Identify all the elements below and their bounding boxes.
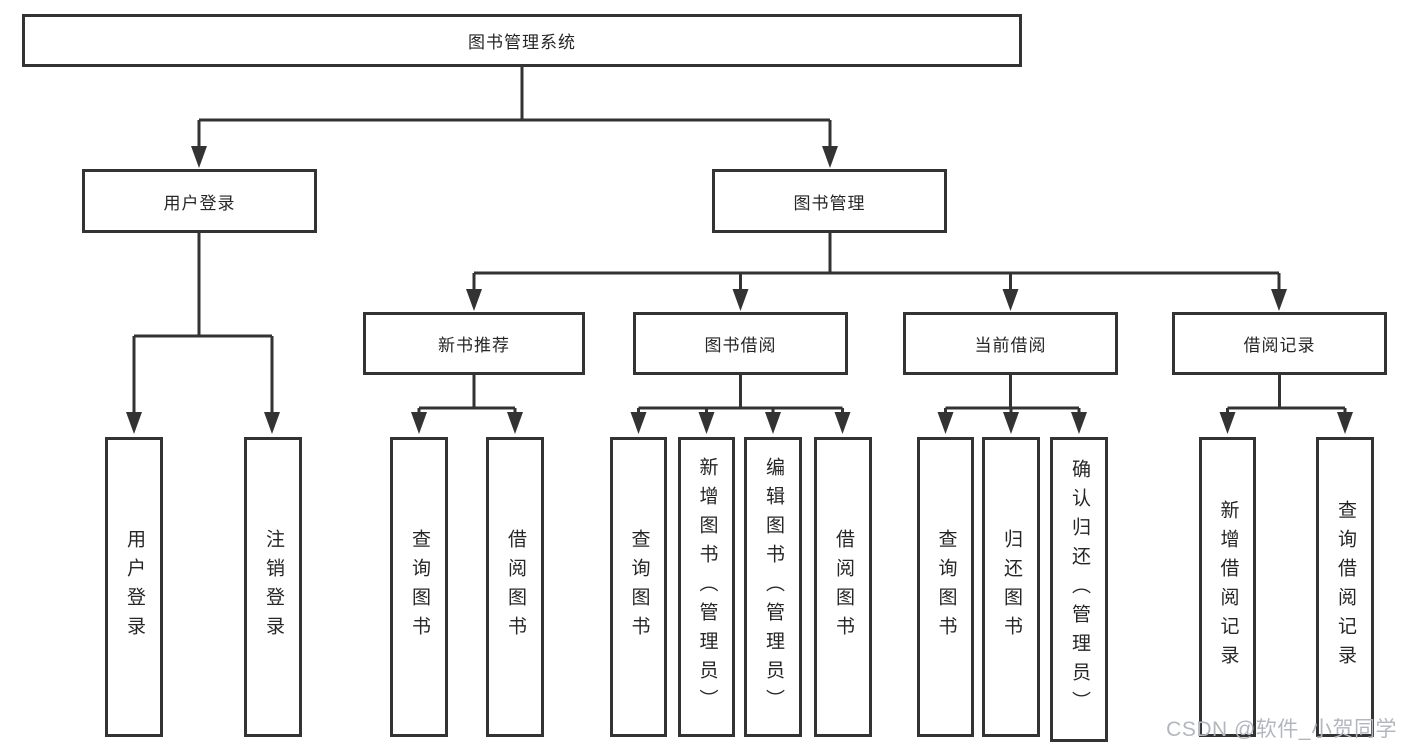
node-label: 查询图书 xyxy=(408,529,430,645)
csdn-watermark: CSDN @软件_小贺同学 xyxy=(1166,718,1397,741)
leaf-query-book-recommend: 查询图书 xyxy=(390,437,448,737)
node-label: 借阅图书 xyxy=(832,529,854,645)
node-borrow-records: 借阅记录 xyxy=(1172,312,1387,375)
leaf-query-book-current: 查询图书 xyxy=(917,437,974,737)
leaf-query-book-borrow: 查询图书 xyxy=(610,437,667,737)
node-label: 图书管理系统 xyxy=(468,33,576,52)
node-label: 借阅记录 xyxy=(1243,336,1316,355)
node-label: 借阅图书 xyxy=(504,529,526,645)
node-label: 新增图书（管理员） xyxy=(696,456,718,718)
leaf-logout: 注销登录 xyxy=(244,437,302,737)
node-label: 查询借阅记录 xyxy=(1334,500,1356,674)
node-label: 用户登录 xyxy=(123,529,145,645)
node-user-login: 用户登录 xyxy=(82,169,317,233)
node-label: 确认归还（管理员） xyxy=(1068,459,1090,720)
node-label: 当前借阅 xyxy=(974,336,1047,355)
node-book-management: 图书管理 xyxy=(712,169,947,233)
node-label: 新增借阅记录 xyxy=(1217,500,1239,674)
node-label: 用户登录 xyxy=(163,193,236,213)
leaf-return-book: 归还图书 xyxy=(982,437,1040,737)
node-label: 注销登录 xyxy=(262,529,284,645)
node-label: 新书推荐 xyxy=(438,336,510,355)
node-book-borrow: 图书借阅 xyxy=(633,312,848,375)
node-new-book-recommend: 新书推荐 xyxy=(363,312,585,375)
leaf-edit-book-admin: 编辑图书（管理员） xyxy=(744,437,802,737)
node-current-borrow: 当前借阅 xyxy=(903,312,1118,375)
leaf-add-borrow-record: 新增借阅记录 xyxy=(1199,437,1256,737)
node-label: 图书管理 xyxy=(793,193,866,213)
node-label: 查询图书 xyxy=(628,529,650,645)
node-label: 查询图书 xyxy=(935,529,957,645)
tree-edges xyxy=(132,67,1347,413)
leaf-user-login: 用户登录 xyxy=(105,437,163,737)
node-label: 图书借阅 xyxy=(704,336,777,355)
leaf-confirm-return-admin: 确认归还（管理员） xyxy=(1050,437,1108,742)
leaf-borrow-book: 借阅图书 xyxy=(814,437,872,737)
node-root-library-system: 图书管理系统 xyxy=(22,14,1022,67)
node-label: 编辑图书（管理员） xyxy=(762,456,784,718)
arrow-down-icons xyxy=(126,146,1353,434)
leaf-borrow-book-recommend: 借阅图书 xyxy=(486,437,544,737)
leaf-add-book-admin: 新增图书（管理员） xyxy=(678,437,735,737)
leaf-query-borrow-record: 查询借阅记录 xyxy=(1316,437,1374,737)
node-label: 归还图书 xyxy=(1000,529,1022,645)
